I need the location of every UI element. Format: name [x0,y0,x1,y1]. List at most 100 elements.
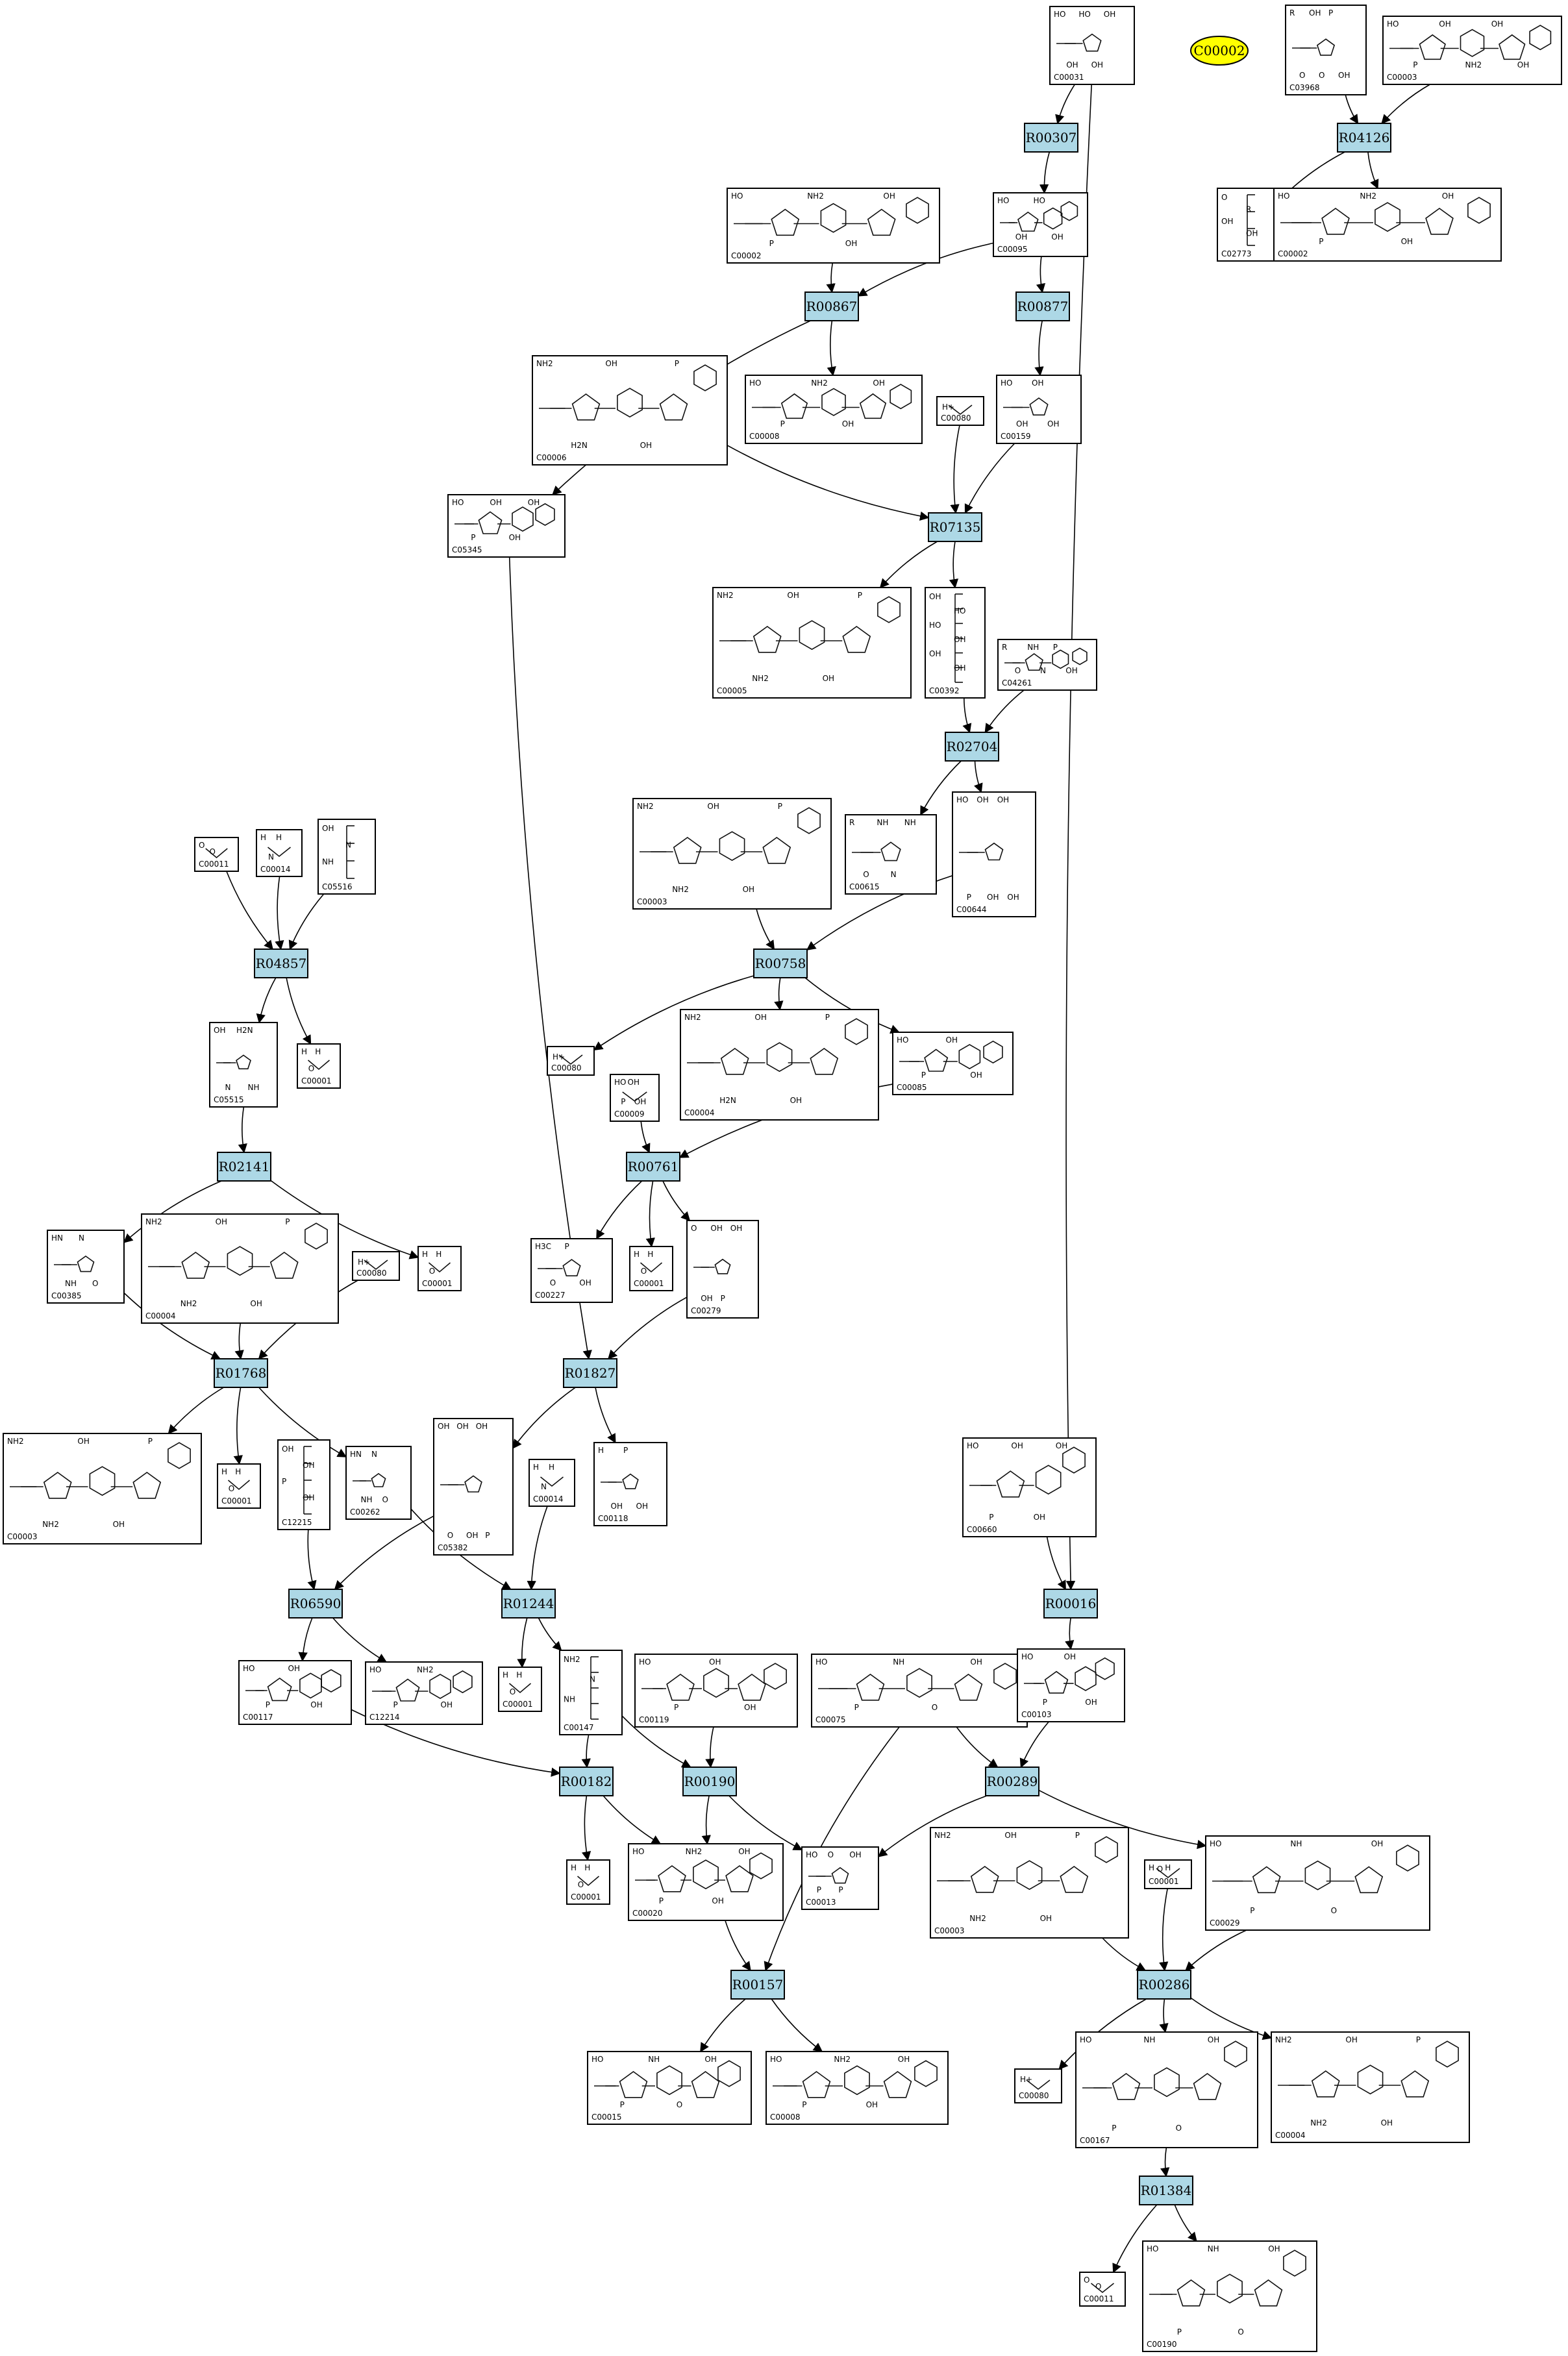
reaction-box[interactable] [730,1970,785,2000]
reaction-r01768[interactable]: R01768 [214,1358,268,1388]
reaction-r04857[interactable]: R04857 [254,949,308,978]
highlight-node[interactable]: C00002 [1190,36,1249,66]
reaction-box[interactable] [682,1767,737,1796]
reaction-box[interactable] [214,1358,268,1388]
compound-c00080-c[interactable]: H+C00080 [352,1251,400,1281]
reaction-r00182[interactable]: R00182 [559,1767,614,1796]
reaction-r00877[interactable]: R00877 [1015,291,1070,321]
reaction-r06590[interactable]: R06590 [288,1589,343,1618]
reaction-r02704[interactable]: R02704 [945,732,999,762]
reaction-box[interactable] [753,949,808,978]
compound-c00080-b[interactable]: H+C00080 [547,1046,595,1076]
reaction-r04126[interactable]: R04126 [1337,123,1391,153]
reaction-r00307[interactable]: R00307 [1024,123,1078,153]
reaction-box[interactable] [1015,291,1070,321]
reaction-r01384[interactable]: R01384 [1139,2176,1193,2205]
reaction-box[interactable] [1337,123,1391,153]
reaction-r07135[interactable]: R07135 [928,512,982,542]
reaction-box[interactable] [804,291,859,321]
reaction-r00190[interactable]: R00190 [682,1767,737,1796]
reaction-box[interactable] [928,512,982,542]
compound-c00080-d[interactable]: H+C00080 [1014,2068,1062,2103]
reaction-r00758[interactable]: R00758 [753,949,808,978]
reaction-box[interactable] [559,1767,614,1796]
reaction-r01827[interactable]: R01827 [563,1358,617,1388]
reaction-r00016[interactable]: R00016 [1043,1589,1098,1618]
reaction-box[interactable] [563,1358,617,1388]
reaction-r00867[interactable]: R00867 [804,291,859,321]
reaction-box[interactable] [945,732,999,762]
compound-c00080-a[interactable]: H+C00080 [936,396,984,426]
reaction-r00286[interactable]: R00286 [1137,1970,1191,2000]
reaction-r00157[interactable]: R00157 [730,1970,785,2000]
reaction-box[interactable] [985,1767,1039,1796]
reaction-box[interactable] [501,1589,556,1618]
reaction-box[interactable] [1139,2176,1193,2205]
reaction-box[interactable] [626,1152,680,1182]
reaction-box[interactable] [217,1152,271,1182]
reaction-box[interactable] [254,949,308,978]
reaction-r00289[interactable]: R00289 [985,1767,1039,1796]
reaction-r02141[interactable]: R02141 [217,1152,271,1182]
reaction-r01244[interactable]: R01244 [501,1589,556,1618]
reaction-box[interactable] [1043,1589,1098,1618]
